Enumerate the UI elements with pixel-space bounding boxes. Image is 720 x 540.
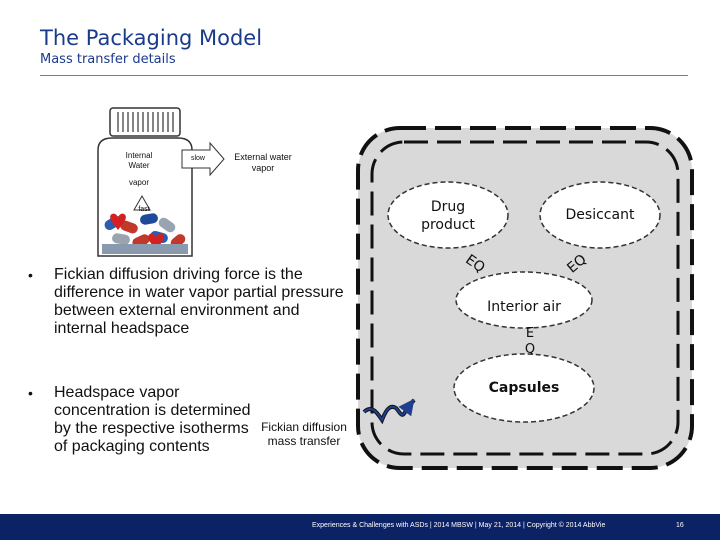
capsules-eq-label: E Q — [524, 326, 536, 357]
page-subtitle: Mass transfer details — [40, 52, 176, 67]
fickian-diffusion-arrow — [363, 398, 415, 423]
bullet-marker: • — [28, 267, 33, 283]
internal-water-label: Internal Water — [125, 151, 153, 170]
bullet-marker: • — [28, 385, 33, 401]
bottle-illustration — [97, 107, 225, 257]
bullet-1-text: Fickian diffusion driving force is the d… — [54, 266, 344, 337]
slow-label: slow — [190, 155, 205, 162]
page-number: 16 — [676, 522, 684, 529]
bullet-1: • Fickian diffusion driving force is the… — [28, 266, 348, 366]
bullet-2-text: Headspace vapor concentration is determi… — [54, 384, 251, 455]
fast-arrow — [133, 194, 151, 211]
interior-air-label: Interior air — [487, 299, 561, 315]
desiccant-label: Desiccant — [565, 207, 635, 223]
vapor-label: vapor — [128, 178, 149, 187]
external-vapor-label: External water vapor — [234, 152, 292, 173]
footer-bar — [0, 514, 720, 540]
desiccant-ellipse — [539, 181, 661, 249]
capsules-label: Capsules — [488, 380, 560, 396]
interior-air-ellipse — [455, 271, 593, 329]
bottle-cap-ridges — [117, 112, 174, 132]
package-inner-boundary — [370, 140, 680, 456]
fast-label: fast — [138, 206, 150, 213]
title-divider — [40, 75, 688, 76]
capsules-ellipse — [453, 353, 595, 423]
drug-product-ellipse — [387, 181, 509, 249]
drug-product-label: Drug product — [421, 199, 475, 233]
bottle-cap — [109, 107, 181, 137]
footer-text: Experiences & Challenges with ASDs | 201… — [312, 522, 606, 529]
fickian-label: Fickian diffusion mass transfer — [261, 420, 347, 448]
page-title: The Packaging Model — [40, 26, 263, 50]
bottle-capsules — [102, 213, 188, 254]
bullet-2: • Headspace vapor concentration is deter… — [28, 384, 258, 484]
slow-arrow — [181, 141, 225, 177]
